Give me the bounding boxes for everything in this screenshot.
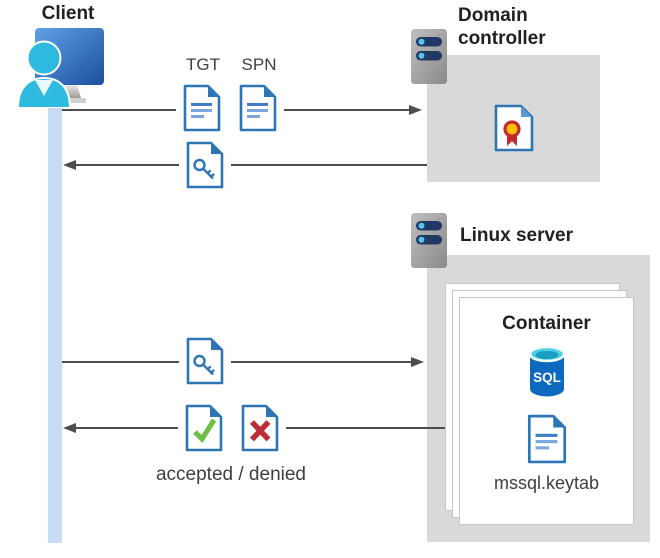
spn-label: SPN	[241, 55, 277, 74]
certificate-icon	[494, 104, 534, 157]
container-box: Container SQL mssql.keytab	[459, 297, 634, 525]
sql-database-icon: SQL	[527, 345, 567, 404]
accepted-denied-label: accepted / denied	[155, 464, 306, 485]
container-title: Container	[502, 313, 591, 334]
tgt-document-icon	[183, 84, 221, 137]
sql-icon-label: SQL	[533, 370, 561, 385]
arrow-line-dc-to-client	[75, 164, 427, 166]
client-title: Client	[41, 3, 95, 24]
arrowhead-linux-to-client	[63, 422, 76, 433]
ticket-key-document	[179, 141, 231, 194]
linux-server-title: Linux server	[460, 225, 573, 246]
result-documents	[178, 404, 286, 457]
client-lifeline	[48, 95, 62, 543]
linux-server-server-icon	[410, 212, 448, 274]
domain-controller-title: Domain controller	[458, 5, 546, 49]
denied-cross-document-icon	[241, 404, 279, 457]
keytab-document-icon	[527, 414, 567, 469]
client-monitor-user-icon	[14, 26, 106, 113]
tgt-spn-documents	[176, 84, 284, 137]
domain-controller-server-icon	[410, 28, 448, 90]
tgt-label: TGT	[186, 55, 220, 74]
accepted-check-document-icon	[185, 404, 223, 457]
arrow-line-client-to-linux	[62, 361, 413, 363]
spn-document-icon	[239, 84, 277, 137]
service-ticket-document	[179, 337, 231, 390]
arrowhead-client-to-dc	[409, 104, 422, 115]
key-document-icon	[186, 141, 224, 194]
arrowhead-client-to-linux	[411, 356, 424, 367]
key-document-icon-2	[186, 337, 224, 390]
arrowhead-dc-to-client	[63, 159, 76, 170]
keytab-label: mssql.keytab	[493, 473, 600, 493]
